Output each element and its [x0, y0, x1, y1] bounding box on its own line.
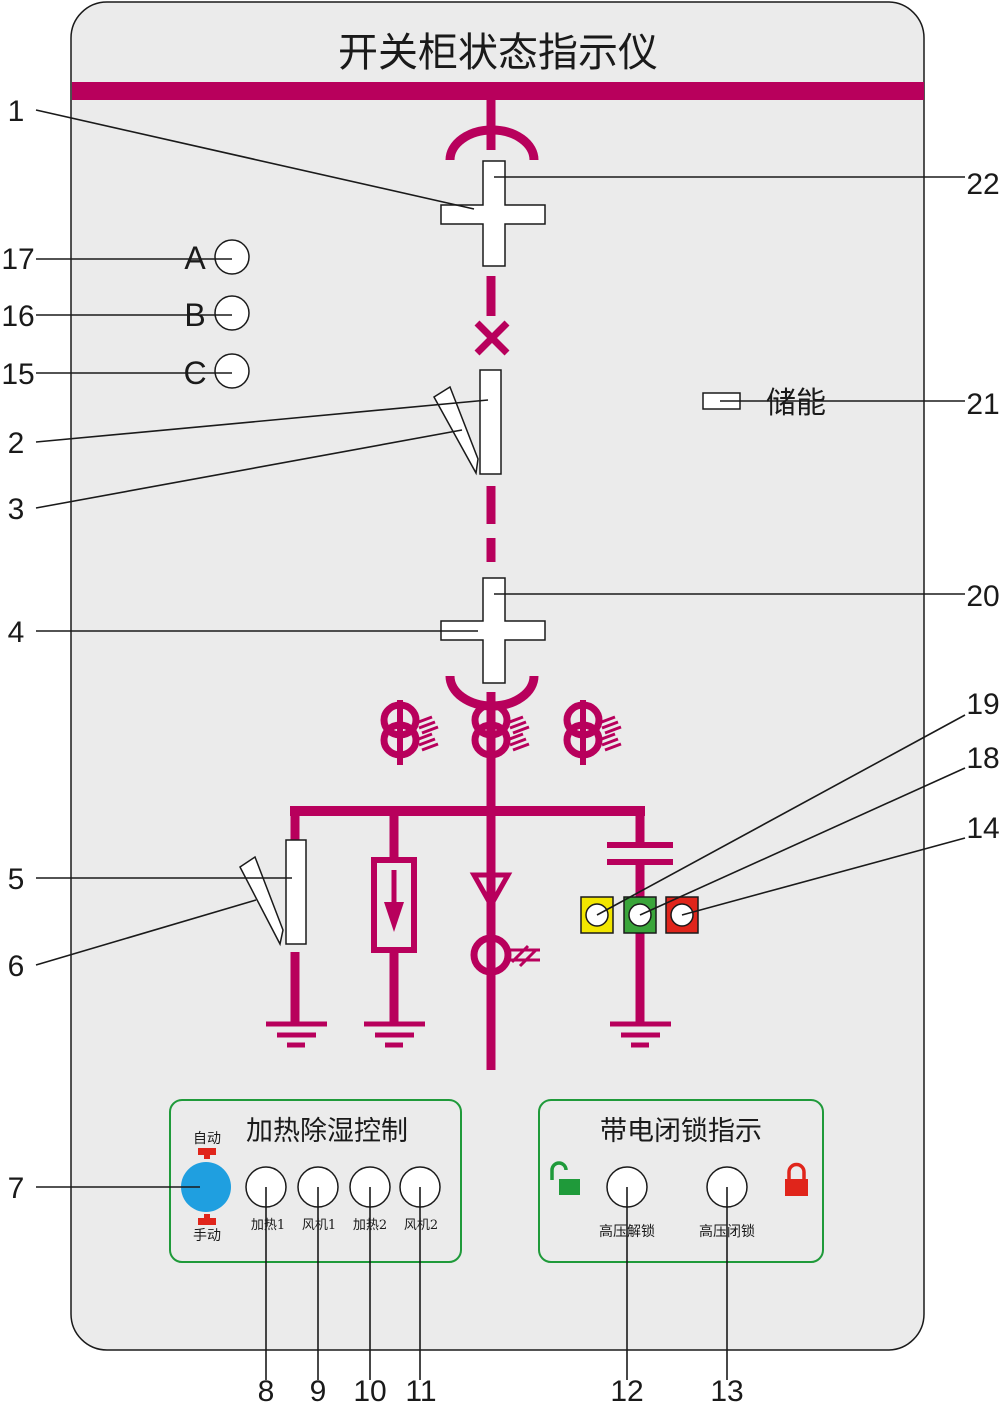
lower-cross-indicator: [440, 577, 546, 684]
callout-2: 2: [8, 427, 25, 460]
callout-16: 16: [1, 300, 34, 333]
branch-busbar: [290, 806, 645, 816]
earth-switch-closed-indicator: [285, 839, 307, 945]
callout-20: 20: [966, 580, 999, 613]
breaker-x-2: [474, 320, 510, 356]
callout-15: 15: [1, 358, 34, 391]
ground-symbol-1: [266, 1021, 327, 1048]
auto-manual-knob[interactable]: [181, 1162, 231, 1212]
energy-storage-label: 储能: [766, 386, 826, 421]
main-busbar: [72, 82, 924, 100]
callout-12: 12: [610, 1375, 643, 1404]
callout-3: 3: [8, 493, 25, 526]
manual-label: 手动: [193, 1228, 221, 1244]
callout-14: 14: [966, 812, 999, 845]
callout-22: 22: [966, 168, 999, 201]
fan1-label: 风机1: [302, 1218, 336, 1233]
unlock-icon: [550, 1161, 580, 1195]
heater1-label: 加热1: [251, 1218, 285, 1233]
upper-contact-arc: [445, 125, 539, 161]
leader-lines: [35, 109, 966, 1380]
auto-marker: [198, 1148, 216, 1155]
fan2-label: 风机2: [404, 1218, 438, 1233]
auto-label: 自动: [193, 1131, 221, 1147]
callout-9: 9: [310, 1375, 327, 1404]
callout-18: 18: [966, 742, 999, 775]
breaker-closed-indicator: [479, 369, 502, 475]
panel-title: 开关柜状态指示仪: [338, 30, 658, 76]
manual-marker: [198, 1218, 216, 1225]
current-transformer-left: [380, 700, 439, 765]
phase-a-lamp: [214, 239, 250, 275]
lock-icon: [785, 1162, 808, 1196]
heater-box-title: 加热除湿控制: [246, 1116, 408, 1147]
current-transformer-right: [563, 700, 622, 765]
callout-1: 1: [8, 95, 25, 128]
live-lock-box: [538, 1099, 824, 1263]
callout-numbers: 1 2 3 4 5 6 7 8 9 10 11 12 13 14 15 16 1…: [1, 95, 999, 1404]
callout-11: 11: [405, 1375, 436, 1404]
upper-cross-indicator: [440, 160, 546, 267]
phase-a-label: A: [184, 240, 206, 276]
ground-symbol-3: [610, 1021, 671, 1048]
callout-8: 8: [258, 1375, 275, 1404]
callout-19: 19: [966, 688, 999, 721]
phase-c-lamp: [214, 353, 250, 389]
cable-arrow: [469, 872, 513, 911]
callout-17: 17: [1, 243, 34, 276]
callout-7: 7: [8, 1172, 25, 1205]
callout-21: 21: [966, 388, 999, 421]
lock-box-title: 带电闭锁指示: [600, 1116, 762, 1147]
cable-ct: [470, 934, 512, 976]
callout-10: 10: [353, 1375, 386, 1404]
callout-6: 6: [8, 950, 25, 983]
breaker-open-indicator: [432, 385, 479, 476]
callout-5: 5: [8, 863, 25, 896]
ground-symbol-2: [364, 1021, 425, 1048]
callout-4: 4: [8, 616, 25, 649]
phase-b-lamp: [214, 295, 250, 331]
heater-control-box: [169, 1099, 462, 1263]
callout-13: 13: [710, 1375, 743, 1404]
